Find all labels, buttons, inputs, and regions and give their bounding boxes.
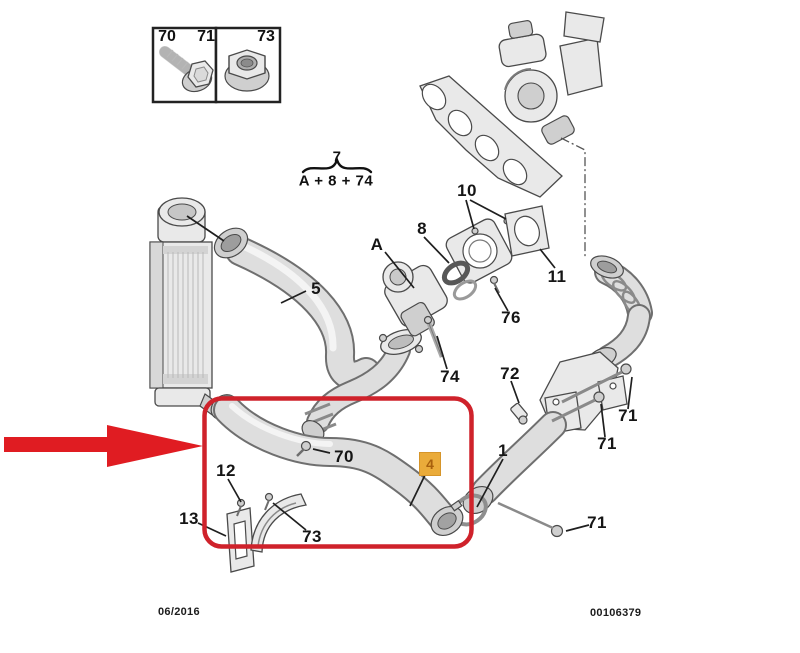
callout-12: 12 — [216, 461, 236, 480]
egr-valve-assembly-drawing — [382, 205, 550, 358]
hose-5-drawing — [213, 227, 381, 391]
leader-lines — [186, 199, 633, 537]
highlighted-part-badge: 4 — [419, 452, 441, 476]
callout-1: 1 — [498, 441, 508, 460]
callout-74: 74 — [440, 367, 460, 386]
callout-72: 72 — [500, 364, 520, 383]
legend-label-73: 73 — [257, 28, 275, 45]
callout-11: 11 — [547, 267, 567, 286]
callout-76: 76 — [501, 308, 521, 327]
legend-box — [151, 26, 282, 104]
fastener-drawings — [296, 363, 632, 538]
callout-73: 73 — [302, 527, 322, 546]
flange-bolt-icon — [159, 46, 214, 93]
edition-date: 06/2016 — [158, 606, 200, 618]
flange-nut-icon — [224, 49, 270, 92]
callout-8: 8 — [417, 219, 427, 238]
callout-A: A — [370, 235, 384, 254]
callout-10: 10 — [457, 181, 477, 200]
callout-13: 13 — [179, 509, 199, 528]
highlight-arrow — [4, 425, 203, 467]
inlet-elbow-drawing — [301, 329, 424, 442]
formula-denominator: A + 8 + 74 — [298, 172, 374, 190]
legend-label-71: 71 — [197, 28, 215, 45]
formula-brace — [301, 156, 373, 174]
bracket-clamp-drawing — [226, 492, 307, 573]
highlight-box — [202, 396, 474, 549]
hose-4-drawing — [210, 394, 464, 537]
turbo-manifold-drawing — [419, 11, 605, 258]
callout-71a: 71 — [618, 406, 638, 425]
legend-label-70: 70 — [158, 28, 176, 45]
formula-numerator: 7 — [332, 148, 342, 166]
intercooler-drawing — [149, 197, 231, 423]
callout-5: 5 — [311, 279, 321, 298]
document-number: 00106379 — [590, 607, 642, 619]
callout-71c: 71 — [587, 513, 607, 532]
callout-70: 70 — [334, 447, 354, 466]
duct-1-drawing — [452, 255, 653, 527]
callout-71b: 71 — [597, 434, 617, 453]
